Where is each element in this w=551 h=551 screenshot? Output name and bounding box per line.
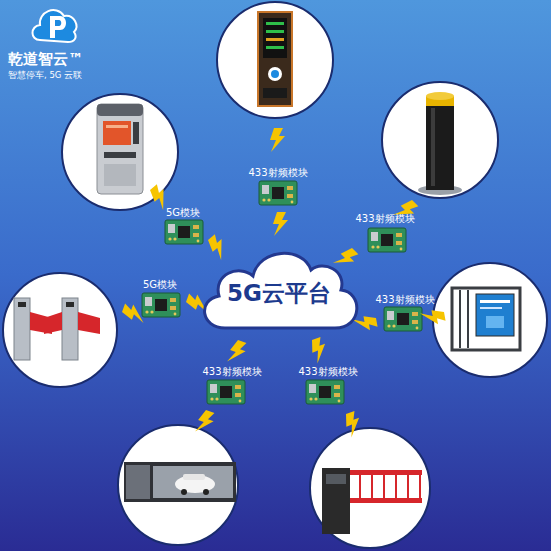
logo-icon: [33, 10, 77, 42]
display-tower: [258, 12, 292, 106]
5g-module: [165, 220, 203, 244]
signal-bolt: [342, 410, 364, 438]
signal-bolt: [308, 336, 330, 364]
device-circle: [433, 263, 547, 377]
module-label: 433射频模块: [283, 365, 373, 379]
payment-kiosk: [97, 104, 143, 194]
rf-module: [368, 228, 406, 252]
rf-module: [259, 181, 297, 205]
lifting-bollard: [418, 92, 462, 195]
device-circle: [217, 2, 333, 118]
signal-bolt: [226, 339, 248, 367]
5g-module: [142, 293, 180, 317]
signal-bolt: [147, 183, 174, 211]
signal-bolt: [194, 409, 216, 437]
signal-bolt: [270, 128, 285, 152]
camera-barrier: [124, 462, 236, 502]
device-circle: [118, 425, 238, 545]
fence-barrier: [322, 468, 422, 534]
signal-bolt: [205, 233, 232, 261]
module-label: 433射频模块: [360, 293, 450, 307]
turnstile-gates: [14, 298, 100, 360]
module-label: 5G模块: [153, 206, 213, 220]
signal-bolt: [273, 212, 288, 236]
module-label: 433射频模块: [340, 212, 430, 226]
signal-bolts: [121, 128, 446, 438]
rf-module: [306, 380, 344, 404]
module-label: 5G模块: [130, 278, 190, 292]
cloud-platform: 5G云平台: [193, 240, 365, 334]
module-label: 433射频模块: [233, 166, 323, 180]
module-label: 433射频模块: [187, 365, 277, 379]
pedestrian-gate: [452, 288, 520, 350]
signal-bolt: [420, 308, 446, 327]
brand-text: 智慧停车, 5G 云联: [8, 70, 118, 82]
signal-bolt: [121, 302, 149, 324]
device-circle: [3, 273, 117, 387]
brand-text: 乾道智云™: [8, 50, 98, 69]
device-circles: [3, 2, 547, 548]
platform-title: 5G云平台: [193, 278, 365, 309]
rf-module: [207, 380, 245, 404]
signal-bolt: [332, 245, 360, 273]
device-circle: [62, 94, 178, 210]
device-circle: [382, 82, 498, 198]
rf-module: [384, 307, 422, 331]
device-circle: [310, 428, 430, 548]
